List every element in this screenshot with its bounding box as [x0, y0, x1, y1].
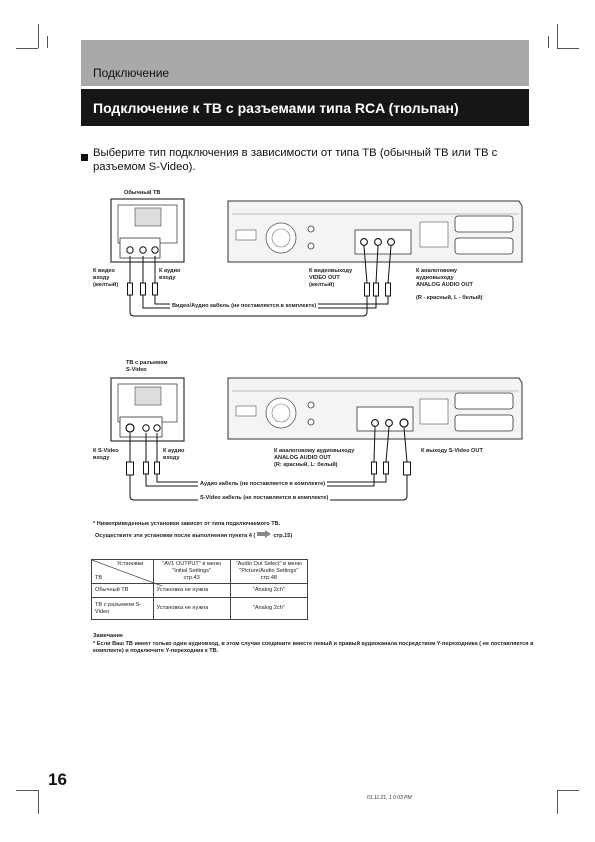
scart-connector	[454, 414, 514, 432]
crop-mark	[16, 790, 38, 791]
jack-audio-r-out	[385, 419, 393, 427]
intro-text: Выберите тип подключения в зависимости о…	[93, 147, 498, 173]
section-label: Подключение	[93, 66, 170, 80]
title-bar	[81, 89, 529, 126]
page-number: 16	[48, 770, 67, 789]
jack-audio-l-out	[374, 238, 382, 246]
note-heading: Замечание	[93, 633, 124, 639]
tv-label-standard: Обычный ТВ	[124, 190, 161, 196]
table-row: ТВ с разъемом S-Video Установка не нужна…	[91, 597, 309, 620]
crop-mark	[38, 790, 39, 814]
header-av1-output: "AV1 OUTPUT" в меню "Initial Settings" с…	[152, 559, 231, 584]
label-audio-colors: (R - красный, L - белый)	[416, 295, 483, 301]
header-settings: Установки	[117, 561, 144, 567]
cell-audio: "Analog 2ch"	[229, 583, 309, 598]
tv-label-svideo: ТВ с разъемом S-Video	[126, 360, 168, 373]
jack-video-in	[126, 246, 134, 254]
cell-audio: "Analog 2ch"	[229, 597, 309, 620]
page-title: Подключение к ТВ с разъемами типа RCA (т…	[93, 100, 459, 116]
label-svideo-out: К выходу S-Video OUT	[421, 448, 483, 454]
jack-video-out	[360, 238, 368, 246]
jack-audio-l-in	[142, 424, 150, 432]
settings-note-line1: * Нижеприведенные установки зависят от т…	[93, 521, 281, 527]
diagonal-divider	[91, 559, 163, 587]
jack-audio-l-out	[371, 419, 379, 427]
jack-audio-l-in	[139, 246, 147, 254]
cell-av1: Установка не нужна	[152, 583, 231, 598]
settings-note-prefix: Осуществите эти установки после выполнен…	[95, 533, 256, 539]
fan-grille	[265, 397, 297, 429]
crop-mark	[548, 36, 549, 48]
settings-note-suffix: стр.15)	[273, 533, 293, 539]
crop-mark	[557, 790, 579, 791]
note-text: * Если Ваш ТВ имеет только один аудиовхо…	[93, 641, 534, 654]
print-code: 01.11.21, 1 0:03 PM	[367, 795, 412, 801]
label-audio-in: К аудио входу	[159, 268, 181, 281]
label-video-out: К видеовыходу VIDEO OUT (желтый)	[309, 268, 353, 288]
label-audio-in: К аудио входу	[163, 448, 185, 461]
cell-tv: ТВ с разъемом S-Video	[91, 597, 154, 620]
table-corner-cell: Установки ТВ	[91, 559, 163, 587]
label-svideo-cable: S-Video кабель (не поставляется в компле…	[198, 495, 331, 502]
crop-mark	[38, 24, 39, 48]
settings-table: Установки ТВ "AV1 OUTPUT" в меню "Initia…	[91, 559, 309, 620]
crop-mark	[557, 24, 558, 48]
label-video-in: К видео входу (желтый)	[93, 268, 119, 288]
jack-svideo-out	[399, 418, 409, 428]
header-audio-out-select: "Audio Out Select" в меню "Picture/Audio…	[229, 559, 309, 584]
crop-mark	[557, 48, 579, 49]
label-av-cable: Видео/Аудио кабель (не поставляется в ко…	[170, 303, 319, 310]
jack-audio-r-in	[153, 424, 161, 432]
section-header-bar	[81, 40, 529, 86]
scart-connector	[454, 215, 514, 233]
jack-svideo-in	[125, 423, 135, 433]
jack-audio-r-out	[387, 238, 395, 246]
fan-grille	[265, 222, 297, 254]
crop-mark	[47, 36, 48, 48]
cell-av1: Установка не нужна	[152, 597, 231, 620]
jack-audio-r-in	[151, 246, 159, 254]
page-ref-arrow-icon	[257, 530, 272, 538]
label-svideo-in: К S-Video входу	[93, 448, 119, 461]
crop-mark	[557, 790, 558, 814]
header-tv: ТВ	[95, 575, 103, 581]
label-audio-out: К аналоговому аудиовыходу ANALOG AUDIO O…	[274, 448, 355, 468]
crop-mark	[16, 48, 38, 49]
scart-connector	[454, 392, 514, 410]
label-audio-cable: Аудио кабель (не поставляется в комплект…	[198, 481, 328, 488]
settings-note-line2: Осуществите эти установки после выполнен…	[95, 529, 292, 540]
label-audio-out: К аналоговому аудиовыходу ANALOG AUDIO O…	[416, 268, 473, 288]
scart-connector	[454, 237, 514, 255]
bullet-square-icon	[81, 154, 88, 161]
